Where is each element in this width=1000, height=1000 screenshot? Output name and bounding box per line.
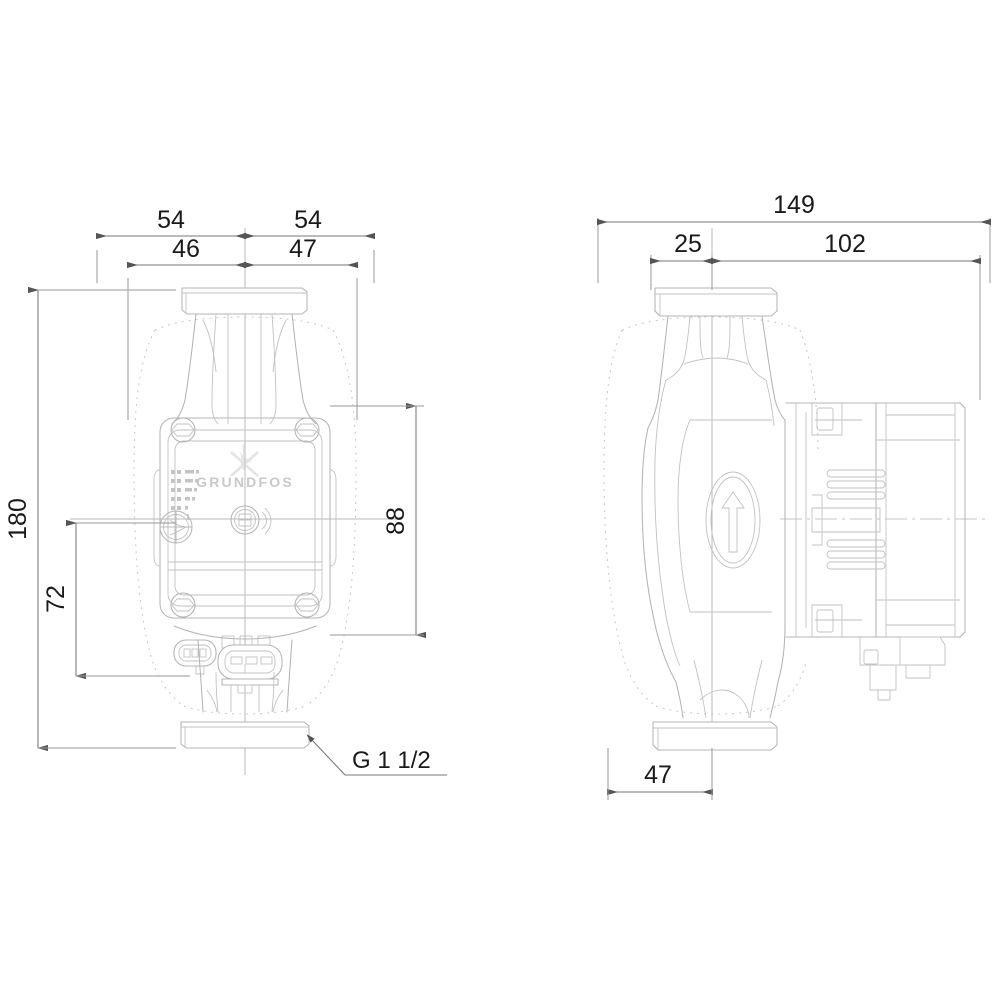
screw-top-left <box>170 417 196 443</box>
dim-47-front: 47 <box>244 235 358 269</box>
thread-callout: G 1 1/2 <box>306 734 447 776</box>
status-display <box>230 505 272 535</box>
top-flange <box>181 287 308 315</box>
led-indicator-bars <box>171 470 199 520</box>
dim-149: 149 <box>597 191 991 226</box>
dim-180: 180 <box>4 286 176 752</box>
bottom-flange <box>180 721 310 749</box>
insulation-outline <box>133 316 357 715</box>
dim-88-label: 88 <box>382 507 410 535</box>
grundfos-logo-icon <box>230 444 259 477</box>
side-view-group <box>603 228 990 790</box>
dim-46-label: 46 <box>172 235 200 263</box>
dim-54-right: 54 <box>244 206 375 240</box>
front-dimensions: 54 54 46 47 180 72 <box>4 206 447 776</box>
dim-149-label: 149 <box>773 191 815 219</box>
led-row <box>171 488 197 492</box>
led-row <box>171 506 188 510</box>
dim-54-left: 54 <box>96 206 246 240</box>
dim-72: 72 <box>42 519 190 680</box>
led-row <box>171 497 195 501</box>
connector-main <box>217 635 283 694</box>
side-lower-neck <box>675 659 779 719</box>
side-connector-box <box>859 636 946 701</box>
dim-72-label: 72 <box>42 585 70 613</box>
screw-top-right <box>294 417 320 443</box>
front-view-group: GRUNDFOS <box>70 228 400 775</box>
dim-47-side: 47 <box>607 748 713 800</box>
led-row <box>171 479 199 483</box>
electrical-connectors <box>173 625 317 694</box>
dim-46: 46 <box>127 235 246 269</box>
brand-wordmark: GRUNDFOS <box>196 474 294 490</box>
side-dimensions: 149 25 102 47 <box>597 191 991 800</box>
corner-screws <box>170 417 320 618</box>
connector-small <box>173 639 217 675</box>
side-top-flange <box>654 287 778 317</box>
side-upper-neck <box>647 315 786 429</box>
dim-102: 102 <box>711 230 981 265</box>
dim-180-label: 180 <box>4 498 32 540</box>
pump-upper-neck <box>171 313 317 425</box>
dim-47-side-label: 47 <box>644 761 672 789</box>
cooling-fins <box>826 469 886 570</box>
mode-button[interactable] <box>159 510 193 544</box>
motor-assembly <box>785 402 966 638</box>
screw-bottom-left <box>170 592 196 618</box>
dim-25-label: 25 <box>674 230 702 258</box>
side-bottom-flange <box>652 721 778 751</box>
dim-47-front-label: 47 <box>289 235 317 263</box>
flow-direction-arrow <box>705 471 761 569</box>
thread-callout-label: G 1 1/2 <box>352 747 431 774</box>
pump-lower-neck <box>197 639 293 713</box>
side-pump-housing <box>641 379 786 683</box>
screw-bottom-right <box>294 592 320 618</box>
dim-88: 88 <box>330 402 426 639</box>
dim-54-right-label: 54 <box>294 206 322 234</box>
dim-102-label: 102 <box>824 230 866 258</box>
dim-25: 25 <box>650 230 713 265</box>
dim-54-left-label: 54 <box>157 206 185 234</box>
led-row <box>171 470 199 474</box>
